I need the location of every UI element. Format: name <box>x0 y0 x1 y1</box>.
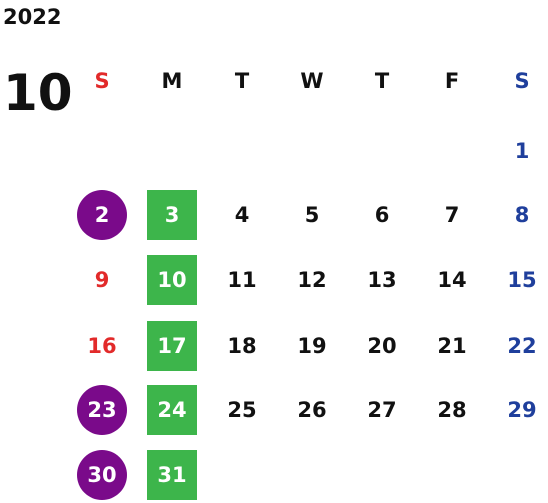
day-number: 24 <box>147 385 197 435</box>
weekday-sat: S <box>514 69 530 93</box>
day-cell[interactable]: 10 <box>142 255 202 305</box>
day-cell[interactable]: 3 <box>142 190 202 240</box>
day-cell[interactable]: 14 <box>422 255 482 305</box>
day-cell[interactable]: 16 <box>72 321 132 371</box>
day-number: 29 <box>507 398 537 422</box>
day-cell[interactable]: 27 <box>352 385 412 435</box>
day-cell[interactable]: 31 <box>142 450 202 500</box>
day-cell[interactable]: 26 <box>282 385 342 435</box>
day-number: 30 <box>77 450 127 500</box>
day-cell[interactable]: 29 <box>492 385 548 435</box>
weekday-wed: W <box>300 69 324 93</box>
weekday-thu: T <box>374 69 390 93</box>
day-number: 1 <box>514 139 530 163</box>
day-cell[interactable]: 11 <box>212 255 272 305</box>
day-number: 26 <box>297 398 327 422</box>
day-number: 11 <box>227 268 257 292</box>
day-number: 4 <box>234 203 250 227</box>
day-number: 17 <box>147 321 197 371</box>
day-cell[interactable]: 17 <box>142 321 202 371</box>
day-number: 14 <box>437 268 467 292</box>
day-number: 13 <box>367 268 397 292</box>
day-number: 25 <box>227 398 257 422</box>
day-number: 20 <box>367 334 397 358</box>
day-cell[interactable]: 25 <box>212 385 272 435</box>
month-label: 10 <box>3 64 73 122</box>
day-cell[interactable]: 13 <box>352 255 412 305</box>
day-number: 27 <box>367 398 397 422</box>
day-number: 21 <box>437 334 467 358</box>
day-number: 18 <box>227 334 257 358</box>
weekday-fri: F <box>444 69 460 93</box>
day-number: 5 <box>304 203 320 227</box>
day-cell[interactable]: 19 <box>282 321 342 371</box>
day-cell[interactable]: 28 <box>422 385 482 435</box>
day-cell[interactable]: 24 <box>142 385 202 435</box>
day-cell[interactable]: 15 <box>492 255 548 305</box>
day-cell[interactable]: 21 <box>422 321 482 371</box>
weekday-tue: T <box>234 69 250 93</box>
day-cell[interactable]: 4 <box>212 190 272 240</box>
day-cell[interactable]: 5 <box>282 190 342 240</box>
day-number: 23 <box>77 385 127 435</box>
day-cell[interactable]: 18 <box>212 321 272 371</box>
day-cell[interactable]: 23 <box>72 385 132 435</box>
day-number: 22 <box>507 334 537 358</box>
weekday-mon: M <box>161 69 183 93</box>
day-cell[interactable]: 2 <box>72 190 132 240</box>
day-cell[interactable]: 12 <box>282 255 342 305</box>
day-number: 3 <box>147 190 197 240</box>
day-cell[interactable]: 6 <box>352 190 412 240</box>
day-number: 28 <box>437 398 467 422</box>
day-cell[interactable]: 1 <box>492 126 548 176</box>
day-number: 9 <box>94 268 110 292</box>
day-number: 7 <box>444 203 460 227</box>
day-cell[interactable]: 7 <box>422 190 482 240</box>
day-number: 12 <box>297 268 327 292</box>
day-cell[interactable]: 22 <box>492 321 548 371</box>
day-number: 31 <box>147 450 197 500</box>
day-number: 15 <box>507 268 537 292</box>
day-number: 10 <box>147 255 197 305</box>
day-number: 19 <box>297 334 327 358</box>
day-number: 8 <box>514 203 530 227</box>
day-number: 6 <box>374 203 390 227</box>
day-cell[interactable]: 30 <box>72 450 132 500</box>
year-label: 2022 <box>3 5 62 29</box>
day-cell[interactable]: 20 <box>352 321 412 371</box>
day-number: 2 <box>77 190 127 240</box>
weekday-sun: S <box>94 69 110 93</box>
day-cell[interactable]: 8 <box>492 190 548 240</box>
day-number: 16 <box>87 334 117 358</box>
day-cell[interactable]: 9 <box>72 255 132 305</box>
